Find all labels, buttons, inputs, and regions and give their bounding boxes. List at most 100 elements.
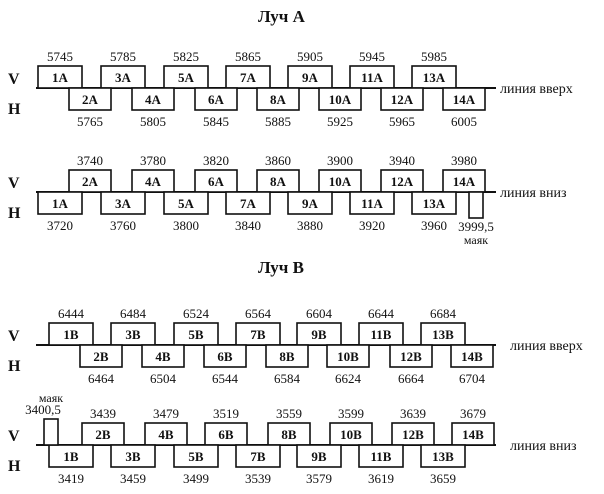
channel-block [235, 444, 281, 468]
channel-label: 5B [188, 327, 204, 342]
channel-frequency: 6624 [335, 371, 362, 386]
channel-frequency: 5825 [173, 49, 199, 64]
beacon-label: маяк [464, 233, 488, 247]
channel-block [420, 322, 466, 346]
channel-block [391, 422, 435, 446]
channel-frequency: 6444 [58, 306, 85, 321]
channel-label: 13A [423, 70, 446, 85]
channel-block [358, 444, 404, 468]
channel-label: 8A [270, 174, 287, 189]
channel-frequency: 6524 [183, 306, 210, 321]
channel-frequency: 3519 [213, 406, 239, 421]
channel-frequency: 5885 [265, 114, 291, 129]
beacon-block [468, 191, 484, 219]
channel-block [48, 444, 94, 468]
channel-frequency: 3639 [400, 406, 426, 421]
link-direction-label: линия вниз [500, 186, 567, 201]
channel-block [451, 422, 495, 446]
channel-block [256, 169, 300, 193]
channel-block [235, 322, 281, 346]
channel-label: 9B [311, 327, 327, 342]
channel-label: 4B [155, 349, 171, 364]
channel-block [141, 344, 185, 368]
channel-block [411, 191, 457, 215]
channel-frequency: 3659 [430, 471, 456, 486]
channel-label: 7A [240, 196, 257, 211]
polarization-label-h: H [8, 358, 21, 375]
channel-label: 7A [240, 70, 257, 85]
channel-block [358, 322, 404, 346]
channel-block [203, 344, 247, 368]
channel-block [144, 422, 188, 446]
channel-frequency: 3920 [359, 218, 385, 233]
channel-frequency: 3780 [140, 153, 166, 168]
channel-frequency: 3499 [183, 471, 209, 486]
channel-label: 14A [453, 92, 476, 107]
channel-block [256, 87, 300, 111]
channel-frequency: 5865 [235, 49, 261, 64]
channel-label: 11B [371, 449, 392, 464]
channel-label: 6B [218, 427, 234, 442]
channel-label: 2B [93, 349, 109, 364]
channel-block [173, 322, 219, 346]
channel-label: 1B [63, 327, 79, 342]
channel-frequency: 3820 [203, 153, 229, 168]
channel-label: 5A [178, 196, 195, 211]
channel-block [380, 87, 424, 111]
channel-label: 9A [302, 196, 319, 211]
channel-frequency: 5845 [203, 114, 229, 129]
channel-block [173, 444, 219, 468]
polarization-label-h: H [8, 205, 21, 222]
channel-label: 3B [125, 449, 141, 464]
channel-block [326, 344, 370, 368]
channel-frequency: 3679 [460, 406, 486, 421]
channel-block [296, 322, 342, 346]
channel-block [37, 65, 83, 89]
polarization-label-v: V [8, 428, 20, 445]
channel-label: 12A [391, 92, 414, 107]
channel-block [267, 422, 311, 446]
beacon-label: маяк [39, 391, 63, 405]
channel-label: 11B [371, 327, 392, 342]
channel-label: 14A [453, 174, 476, 189]
channel-frequency: 3720 [47, 218, 73, 233]
channel-label: 9B [311, 449, 327, 464]
channel-label: 13B [432, 449, 454, 464]
channel-block [110, 322, 156, 346]
channel-frequency: 5925 [327, 114, 353, 129]
channel-label: 3B [125, 327, 141, 342]
channel-block [442, 169, 486, 193]
beacon-frequency: 3400,5 [25, 402, 61, 417]
channel-frequency: 3860 [265, 153, 291, 168]
channel-label: 11A [361, 70, 383, 85]
channel-frequency: 3559 [276, 406, 302, 421]
channel-label: 5B [188, 449, 204, 464]
channel-block [318, 169, 362, 193]
channel-frequency: 5805 [140, 114, 166, 129]
channel-label: 13A [423, 196, 446, 211]
channel-label: 8B [279, 349, 295, 364]
channel-label: 1B [63, 449, 79, 464]
channel-frequency: 6544 [212, 371, 239, 386]
channel-frequency: 5945 [359, 49, 385, 64]
channel-block [163, 191, 209, 215]
channel-block [194, 87, 238, 111]
channel-label: 10B [340, 427, 362, 442]
channel-block [265, 344, 309, 368]
channel-label: 2A [82, 174, 99, 189]
channel-frequency: 3980 [451, 153, 477, 168]
channel-block [131, 87, 175, 111]
channel-frequency: 3960 [421, 218, 447, 233]
channel-frequency: 3479 [153, 406, 179, 421]
channel-label: 4A [145, 174, 162, 189]
channel-frequency: 6005 [451, 114, 477, 129]
channel-frequency: 6664 [398, 371, 425, 386]
channel-label: 11A [361, 196, 383, 211]
section-title: Луч В [258, 258, 304, 277]
channel-frequency: 3800 [173, 218, 199, 233]
channel-block [225, 191, 271, 215]
channel-block [349, 191, 395, 215]
channel-frequency: 6644 [368, 306, 395, 321]
polarization-label-v: V [8, 175, 20, 192]
channel-frequency: 6564 [245, 306, 272, 321]
